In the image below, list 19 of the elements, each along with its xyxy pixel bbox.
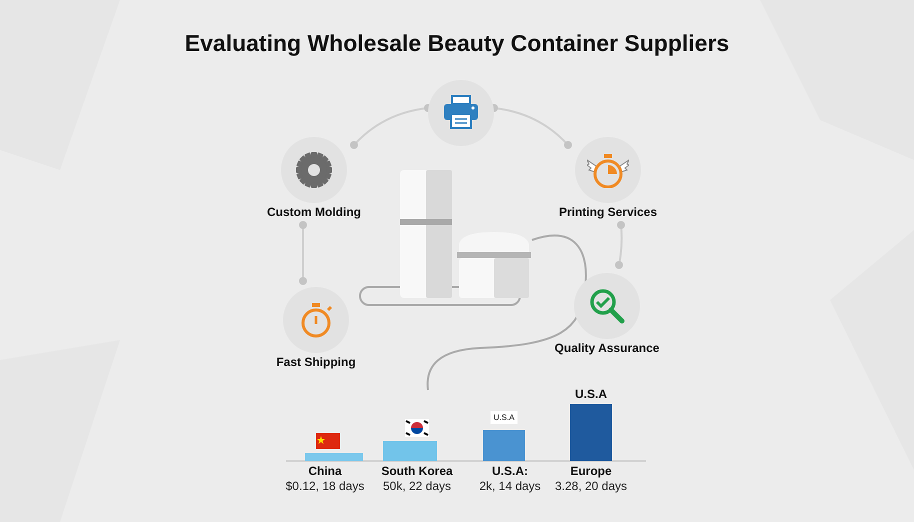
category-label: Europe xyxy=(570,464,612,478)
value-label: $0.12, 18 days xyxy=(286,479,364,493)
text-sign: U.S.A xyxy=(490,411,518,424)
node-label: Custom Molding xyxy=(266,205,362,219)
connector-line xyxy=(615,221,625,269)
node-label: Quality Assurance xyxy=(554,341,660,355)
connector-line xyxy=(490,104,572,149)
value-label: 50k, 22 days xyxy=(382,479,452,493)
value-label: 3.28, 20 days xyxy=(554,479,628,493)
bar-top-label: U.S.A xyxy=(575,387,607,401)
value-label: 2k, 14 days xyxy=(479,479,541,493)
node-label: Printing Services xyxy=(558,205,658,219)
title: Evaluating Wholesale Beauty Container Suppliers xyxy=(184,30,730,57)
category-label: U.S.A: xyxy=(492,464,528,478)
category-label: South Korea xyxy=(381,464,453,478)
category-label: China xyxy=(308,464,342,478)
connector-line xyxy=(299,221,307,285)
node-label: Fast Shipping xyxy=(275,355,357,369)
connector-line xyxy=(350,104,432,149)
